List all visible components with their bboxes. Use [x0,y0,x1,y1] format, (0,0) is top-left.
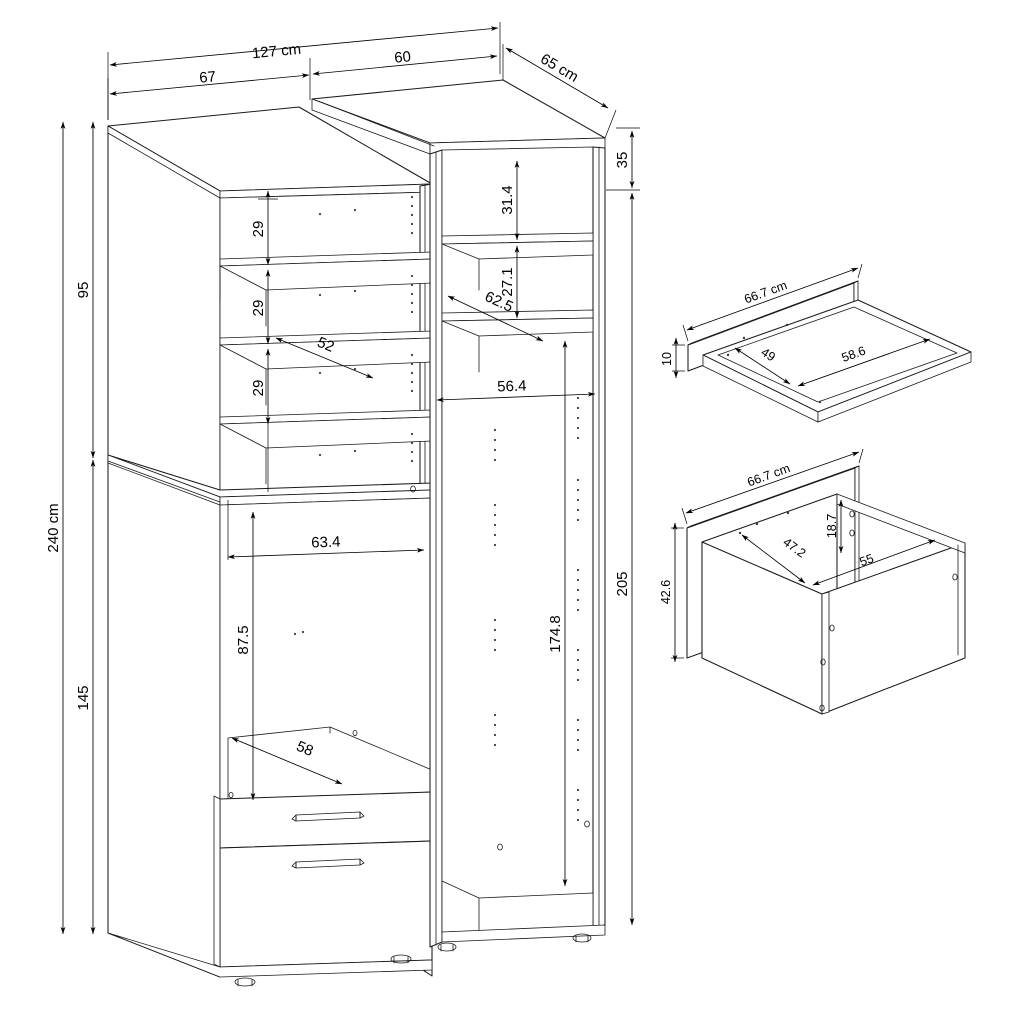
dim-line-127 [109,26,499,67]
dim-line-67 [109,73,310,96]
dim-label-drawer-width: 66.7 cm [745,461,792,489]
dim-label-right-interior-width: 56.4 [497,377,527,395]
dim-label-left-shelf-depth: 52 [315,334,337,356]
dim-label-hanging-height: 174.8 [547,615,564,653]
dim-line-52 [275,337,374,379]
dim-label-left-column-width: 67 [198,68,216,87]
dim-line-65 [505,47,609,109]
drawer-left-edge-sliver [213,795,221,968]
right-column-back-wall [441,146,594,933]
dim-label-overall-height: 240 cm [45,503,62,552]
dim-label-right-column-width: 60 [393,48,411,67]
left-column-outer-side-panel [107,125,221,978]
dim-label-overall-width: 127 cm [251,41,302,63]
dim-line-63-4 [227,547,425,560]
dim-line-62-5 [447,295,544,342]
dim-line-shelf-586 [797,338,931,387]
left-column-bottom [107,932,433,978]
dim-label-right-top-section: 35 [614,152,631,169]
right-column-top-surface [311,79,606,144]
dim-label-depth: 65 cm [537,50,581,85]
ext-line-65-b [604,109,617,139]
dim-label-right-second-compartment: 27.1 [499,267,516,296]
lower-drawer-handle[interactable] [291,858,365,869]
cabinet-foot [234,977,256,987]
drawer-detail-corner-sliver [821,591,830,715]
main-cabinet-assembly [107,79,606,987]
cabinet-foot [437,942,457,952]
dim-label-drawer-side-height: 18.7 [825,514,839,538]
dim-line-60 [312,54,498,76]
dim-line-shelf-49 [734,347,791,385]
mid-board-edge-line [107,460,221,503]
screw-marks [228,485,590,851]
dim-label-lower-opening-height: 87.5 [235,625,252,654]
dim-label-shelf-thickness: 10 [660,352,674,366]
dim-line-56-4 [436,391,596,403]
dim-label-shelf-gap-1: 29 [250,221,267,238]
detail-pullout-shelf: 66.7 cm 10 49 58.6 [660,263,972,423]
ext-667a-left [682,324,689,342]
dim-label-shelf-inner-depth: 49 [759,345,778,364]
dim-label-shelf-width: 66.7 cm [742,278,789,306]
dim-label-lower-opening-width: 63.4 [311,533,341,551]
lower-drawer-front [219,840,433,968]
cabinet-foot [390,954,412,964]
upper-drawer-front [219,791,433,849]
dim-label-shelf-gap-2: 29 [250,300,267,317]
drawer-detail-panel-side [854,465,860,599]
dim-line-58 [231,737,343,785]
dim-label-drawer-height: 42.6 [659,580,673,604]
ext-667a-right [857,263,863,279]
dim-line-drawer-55 [812,539,936,586]
detail-drawer-box: 66.7 cm 42.6 18.7 47.2 55 [659,448,966,715]
dim-label-lower-shelf-depth: 58 [294,738,316,760]
dim-label-right-main-section: 205 [614,571,631,596]
dim-line-drawer-667 [685,451,860,514]
dim-label-drawer-inner-width: 55 [858,551,876,569]
right-column-bottom-board [441,880,594,933]
drawer-detail-screws [819,510,958,712]
ext-667b-right [858,448,864,464]
dim-line-drawer-472 [741,534,806,584]
dim-line-shelf-667 [686,267,859,331]
right-top-edge-line [317,100,435,147]
ext-667b-left [681,507,688,525]
dim-label-shelf-gap-3: 29 [250,380,267,397]
right-column-bottom-edge [441,924,606,943]
dim-label-right-top-compartment: 31.4 [499,185,516,214]
dim-label-upper-height: 95 [75,282,92,299]
cabinet-foot [572,933,592,943]
shelf-pin-holes [293,195,580,822]
dim-label-lower-height: 145 [75,685,92,710]
upper-drawer-handle[interactable] [291,811,365,822]
